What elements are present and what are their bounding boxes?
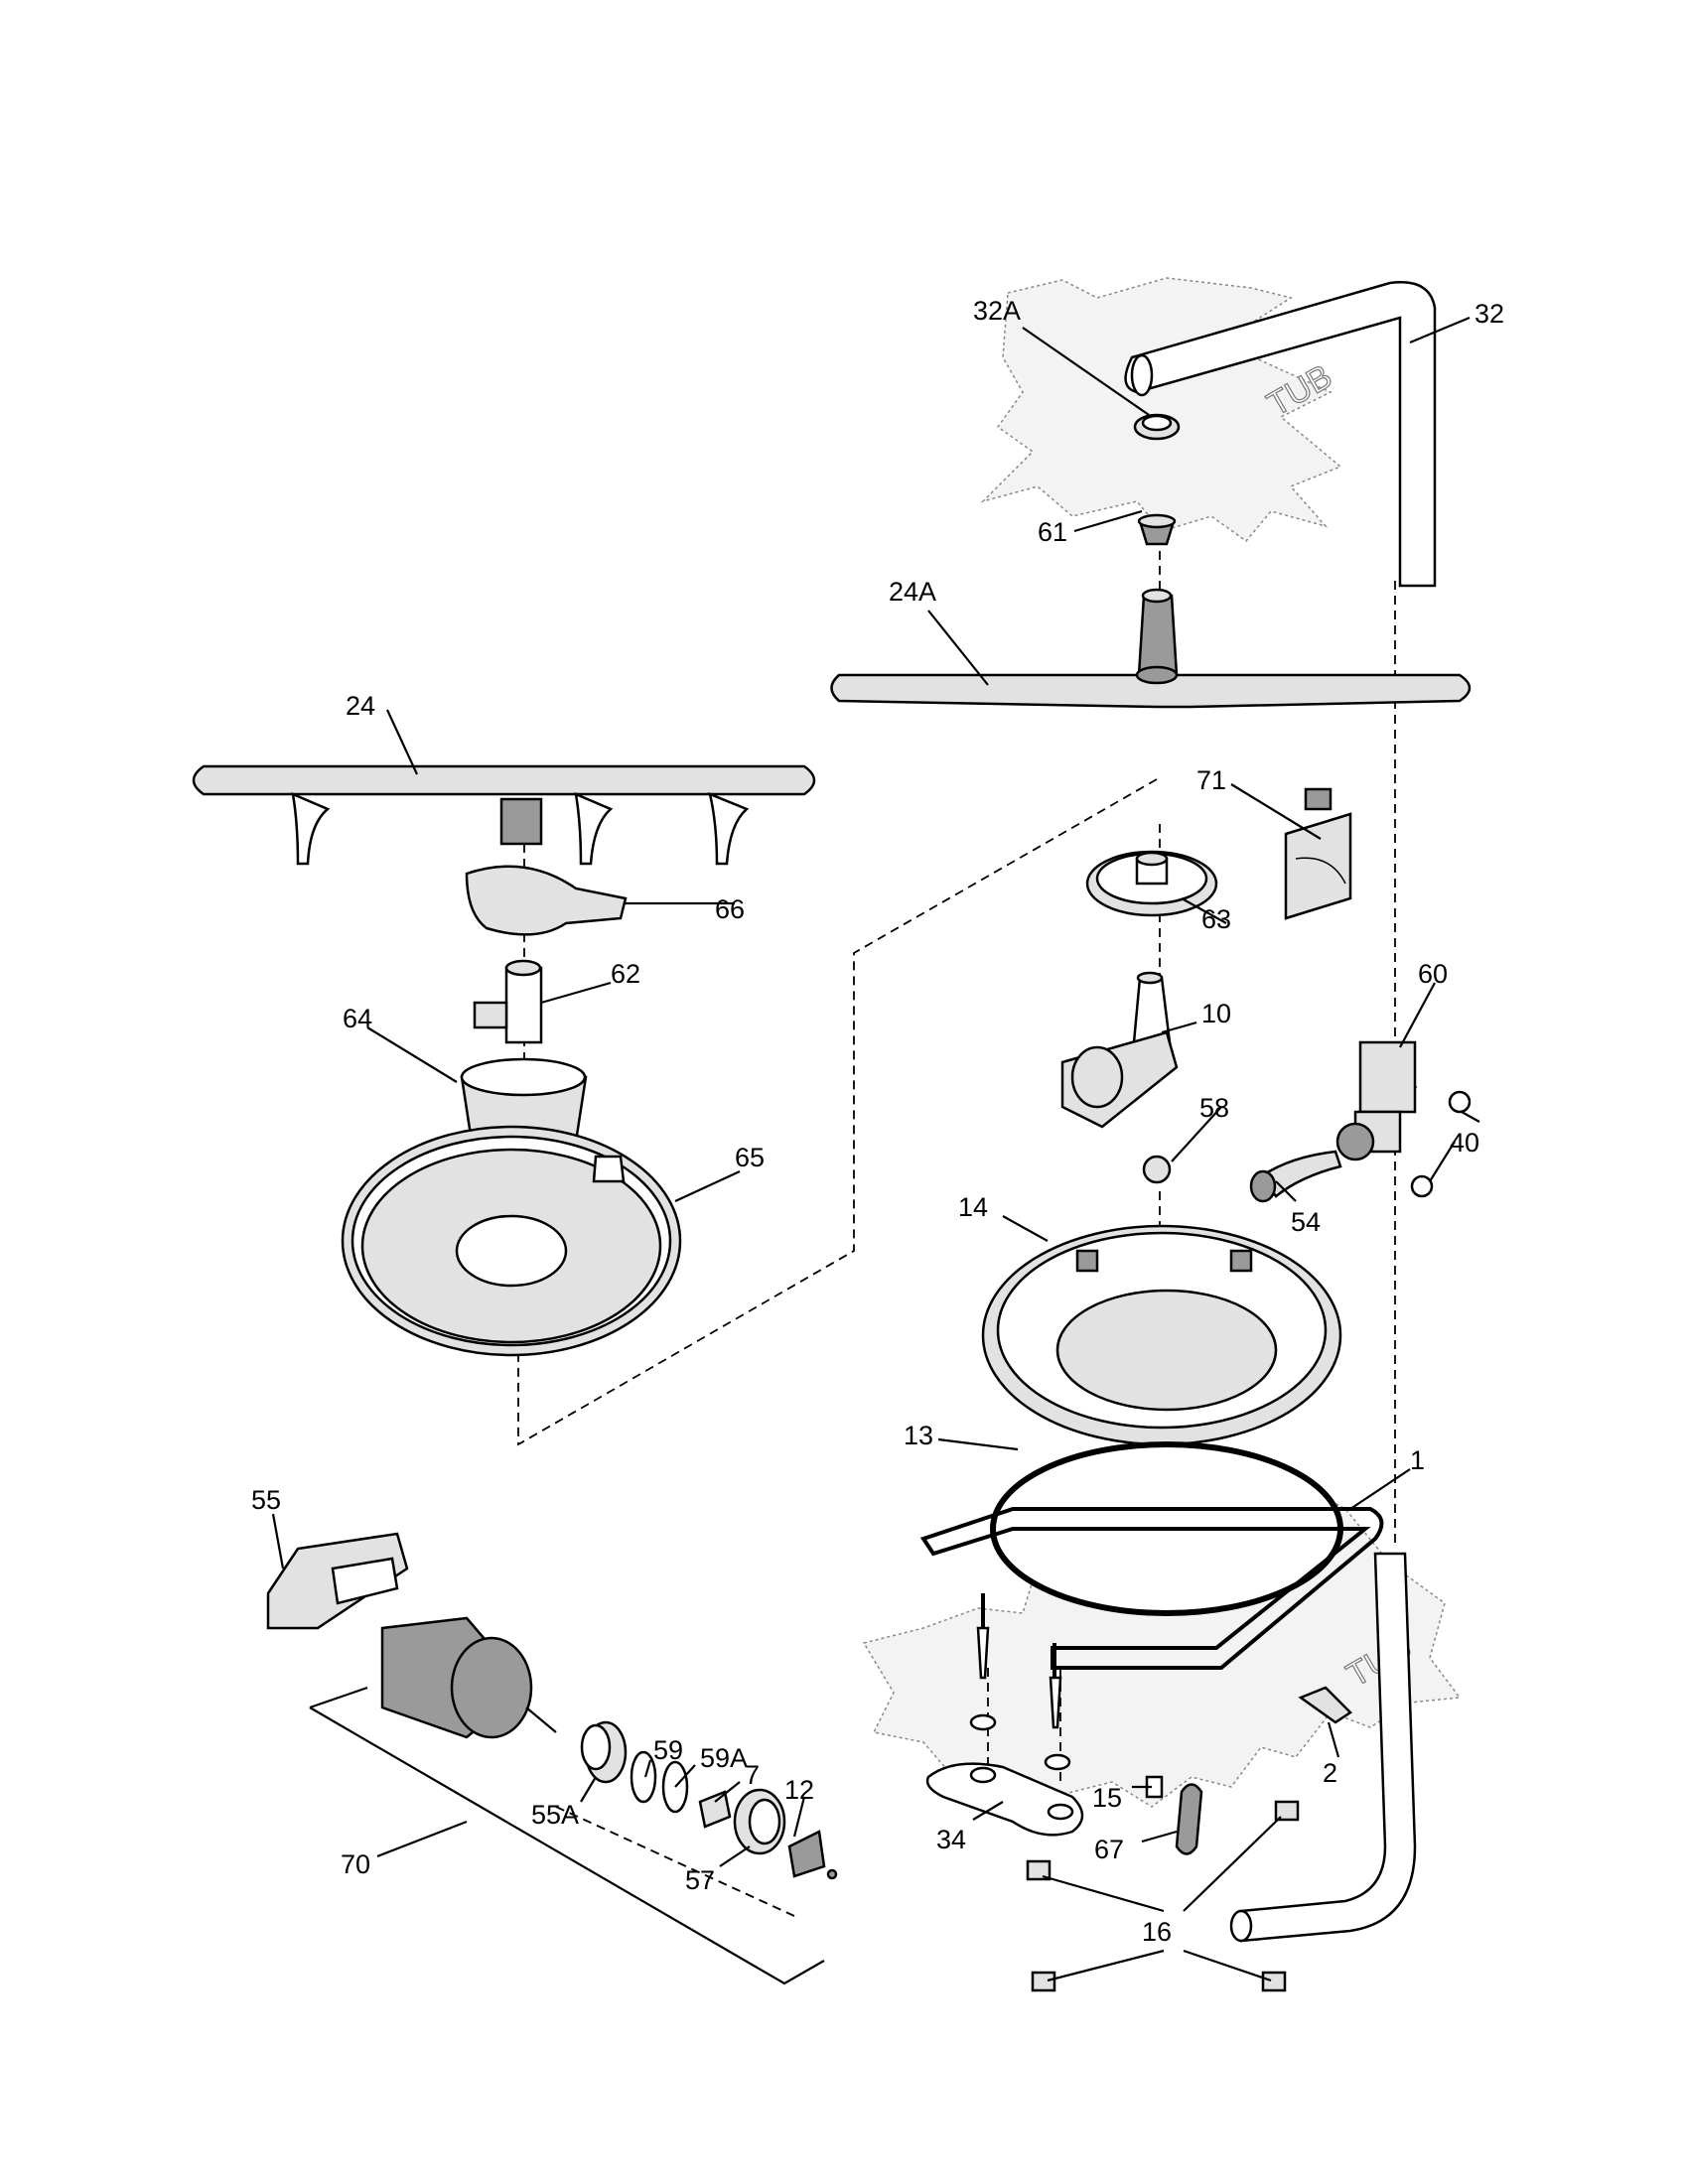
label-70: 70 — [341, 1849, 370, 1879]
label-64: 64 — [343, 1004, 372, 1033]
label-55a: 55A — [531, 1800, 579, 1830]
label-16: 16 — [1142, 1917, 1172, 1947]
part-10-pump-housing — [1060, 971, 1179, 1129]
label-24a: 24A — [889, 577, 936, 607]
part-67-drain-hose — [1175, 1783, 1203, 1855]
label-34: 34 — [936, 1825, 966, 1854]
part-66-seal — [465, 865, 628, 936]
label-67: 67 — [1094, 1835, 1124, 1864]
part-71-bracket — [1284, 787, 1352, 920]
part-60-inlet-valve — [1335, 1040, 1418, 1161]
part-65-strainer — [341, 1125, 682, 1357]
label-32a: 32A — [973, 296, 1021, 326]
part-labels: 32A 32 61 24A 24 71 66 63 62 60 64 10 58… — [251, 296, 1504, 1947]
part-58-ball — [1142, 1155, 1172, 1184]
part-14-sump — [981, 1224, 1342, 1446]
label-58: 58 — [1199, 1093, 1229, 1123]
leader-lines — [271, 316, 1480, 1982]
label-55: 55 — [251, 1485, 281, 1515]
label-63: 63 — [1201, 904, 1231, 934]
label-40: 40 — [1450, 1128, 1479, 1158]
label-13: 13 — [904, 1421, 933, 1450]
label-59: 59 — [653, 1735, 683, 1765]
label-14: 14 — [958, 1192, 988, 1222]
part-15-clip — [1145, 1775, 1164, 1799]
part-62-tube — [473, 959, 543, 1044]
label-7: 7 — [745, 1760, 760, 1790]
label-65: 65 — [735, 1143, 765, 1172]
label-24: 24 — [346, 691, 375, 721]
heater-fasteners — [969, 1626, 1071, 1771]
part-54-hose — [1249, 1150, 1342, 1203]
label-66: 66 — [715, 894, 745, 924]
label-12: 12 — [784, 1775, 814, 1805]
part-16-feet — [1026, 1800, 1300, 1992]
motor-seal-components — [580, 1720, 838, 1880]
label-54: 54 — [1291, 1207, 1321, 1237]
part-24a-upper-spray-arm — [830, 588, 1472, 709]
part-70-motor — [380, 1616, 557, 1739]
part-55-motor-bracket — [266, 1532, 409, 1630]
part-2-bracket — [1298, 1686, 1352, 1724]
label-2: 2 — [1323, 1758, 1337, 1788]
label-57: 57 — [685, 1865, 715, 1895]
part-24-lower-spray-arm — [192, 764, 816, 866]
label-1: 1 — [1410, 1445, 1425, 1475]
label-71: 71 — [1196, 765, 1226, 795]
part-34-plate — [925, 1762, 1084, 1837]
part-40-clamp — [1410, 1090, 1472, 1198]
part-1-heater — [919, 1507, 1384, 1678]
part-61-nut — [1137, 513, 1177, 546]
label-62: 62 — [611, 959, 640, 989]
label-61: 61 — [1038, 517, 1067, 547]
label-10: 10 — [1201, 999, 1231, 1028]
part-32-fill-tube — [1124, 281, 1437, 1943]
label-32: 32 — [1474, 299, 1504, 329]
label-59a: 59A — [700, 1743, 748, 1773]
part-32a-grommet — [1133, 413, 1181, 441]
label-15: 15 — [1092, 1783, 1122, 1813]
label-60: 60 — [1418, 959, 1448, 989]
part-70-bracket-line — [309, 1686, 825, 1985]
